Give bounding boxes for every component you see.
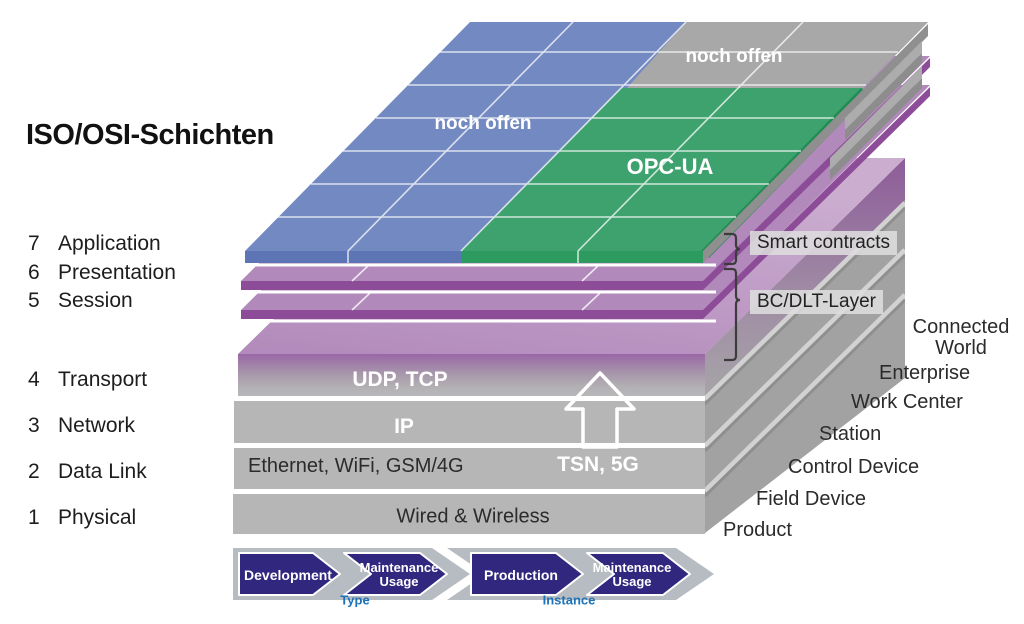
maintenance-instance-step-label: Maintenance Usage bbox=[592, 560, 672, 589]
osi-layer-7-number: 7 bbox=[28, 232, 40, 255]
osi-layer-2-number: 2 bbox=[28, 460, 40, 483]
osi-layer-4-label: Transport bbox=[58, 368, 148, 391]
transport-protocols-label: UDP, TCP bbox=[352, 368, 448, 391]
annotation-braces bbox=[724, 232, 741, 362]
physical-media-label: Wired & Wireless bbox=[396, 505, 550, 528]
osi-layer-7-label: Application bbox=[58, 232, 161, 255]
osi-layer-7: 7 Application bbox=[28, 232, 161, 256]
upgrade-arrow-icon bbox=[564, 371, 636, 449]
opcua-top-face bbox=[461, 88, 863, 251]
osi-layer-1-number: 1 bbox=[28, 506, 40, 529]
gray-open-label: noch offen bbox=[685, 46, 783, 67]
datalink-protocols-label: Ethernet, WiFi, GSM/4G bbox=[248, 455, 464, 477]
osi-layer-5-number: 5 bbox=[28, 289, 40, 312]
development-arrow bbox=[238, 552, 341, 596]
hierarchy-station: Station bbox=[819, 423, 882, 445]
hierarchy-product: Product bbox=[723, 519, 792, 541]
instance-axis-label: Instance bbox=[542, 592, 596, 608]
smart-contracts-brace bbox=[724, 232, 741, 266]
production-step-label: Production bbox=[484, 567, 558, 583]
hierarchy-connected-world: Connected World bbox=[912, 316, 1010, 359]
osi-layer-2-label: Data Link bbox=[58, 460, 147, 483]
physical-front-face bbox=[233, 494, 705, 534]
bc-dlt-annotation: BC/DLT-Layer bbox=[750, 290, 883, 314]
opcua-front-edge bbox=[461, 251, 703, 263]
osi-layer-6-number: 6 bbox=[28, 261, 40, 284]
network-protocol-label: IP bbox=[394, 415, 414, 438]
osi-layer-4-number: 4 bbox=[28, 368, 40, 391]
opcua-label: OPC-UA bbox=[626, 154, 714, 179]
osi-layer-6: 6 Presentation bbox=[28, 261, 176, 285]
gray-top-face bbox=[627, 22, 928, 88]
osi-layer-1-label: Physical bbox=[58, 506, 137, 529]
blue-front-edge bbox=[245, 251, 461, 263]
datalink-front-face bbox=[234, 448, 705, 489]
osi-layer-3-number: 3 bbox=[28, 414, 40, 437]
osi-layer-1: 1 Physical bbox=[28, 506, 136, 530]
lifecycle-axis bbox=[233, 548, 714, 600]
hierarchy-field-device: Field Device bbox=[756, 488, 867, 510]
osi-layer-6-label: Presentation bbox=[58, 261, 176, 284]
top-grid bbox=[278, 21, 898, 263]
hierarchy-enterprise: Enterprise bbox=[879, 362, 971, 384]
maintenance-instance-arrow bbox=[586, 552, 691, 596]
maintenance-type-arrow bbox=[343, 552, 448, 596]
hierarchy-work-center: Work Center bbox=[851, 391, 963, 413]
osi-layer-4: 4 Transport bbox=[28, 368, 147, 392]
maintenance-type-step-label: Maintenance Usage bbox=[359, 560, 439, 589]
osi-layer-5: 5 Session bbox=[28, 289, 133, 313]
osi-layer-3: 3 Network bbox=[28, 414, 135, 438]
transport-front-face bbox=[238, 354, 705, 396]
production-arrow bbox=[470, 552, 584, 596]
blue-open-label: noch offen bbox=[434, 113, 532, 134]
development-step-label: Development bbox=[244, 567, 332, 583]
osi-layer-5-label: Session bbox=[58, 289, 133, 312]
bc-dlt-brace bbox=[724, 267, 741, 362]
smart-contracts-annotation: Smart contracts bbox=[750, 231, 898, 255]
osi-layer-3-label: Network bbox=[58, 414, 136, 437]
upgrade-technologies-label: TSN, 5G bbox=[557, 453, 639, 476]
page-title: ISO/OSI-Schichten bbox=[26, 119, 274, 151]
hierarchy-control-device: Control Device bbox=[788, 456, 920, 478]
type-axis-label: Type bbox=[340, 592, 370, 608]
osi-layer-2: 2 Data Link bbox=[28, 460, 147, 484]
open-gray-sheet-edges bbox=[703, 24, 928, 263]
